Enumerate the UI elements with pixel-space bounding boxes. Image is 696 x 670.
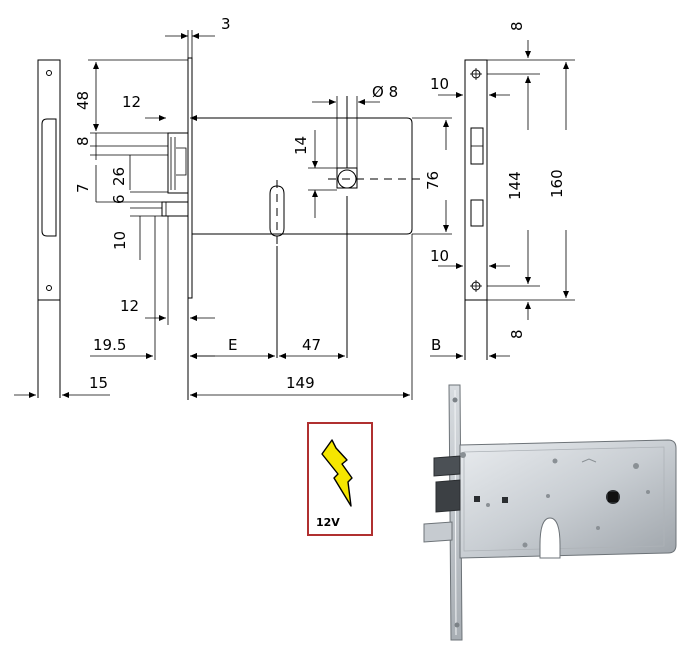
dim-10-left: 10 (111, 231, 129, 250)
dim-E: E (228, 336, 237, 354)
badge-label: 12V (316, 516, 340, 529)
lock-side-view (161, 57, 422, 400)
dim-47: 47 (302, 336, 321, 354)
faceplate-front-view (37, 59, 61, 398)
dim-7: 7 (74, 183, 92, 193)
dim-160: 160 (548, 169, 566, 198)
dim-B: B (431, 336, 441, 354)
dim-144: 144 (506, 171, 524, 200)
dim-19-5: 19.5 (93, 336, 126, 354)
dim-26: 26 (110, 167, 128, 186)
dim-6: 6 (110, 194, 128, 204)
dim-14: 14 (292, 136, 310, 155)
dim-12-upper: 12 (122, 93, 141, 111)
dim-8-top: 8 (508, 21, 526, 31)
dim-15: 15 (89, 374, 108, 392)
dim-149: 149 (286, 374, 315, 392)
dim-8-bottom: 8 (508, 329, 526, 339)
dim-10-strike-top: 10 (430, 75, 449, 93)
dim-48: 48 (74, 91, 92, 110)
dimension-lines (14, 30, 575, 400)
dim-8-latch: 8 (74, 136, 92, 146)
mortise-lock-photo (423, 384, 677, 641)
dimension-labels: 3 8 48 12 Ø 8 10 8 14 26 7 6 76 144 160 … (74, 15, 566, 392)
voltage-badge: 12V (307, 422, 373, 536)
dim-3: 3 (221, 15, 231, 33)
strike-plate-view (464, 59, 488, 360)
dim-diameter-8: Ø 8 (372, 83, 398, 101)
lightning-bolt-icon (321, 439, 353, 507)
dim-10-strike-bottom: 10 (430, 247, 449, 265)
dim-12-lower: 12 (120, 297, 139, 315)
dim-76: 76 (424, 171, 442, 190)
